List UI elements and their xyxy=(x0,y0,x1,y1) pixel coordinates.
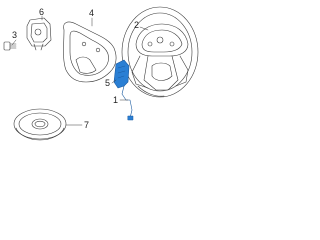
leader-lines xyxy=(11,15,149,126)
steering-wheel-switch-part-5 xyxy=(113,59,134,121)
callout-7: 7 xyxy=(84,120,89,130)
steering-wheel-assembly xyxy=(121,6,199,98)
callout-2: 2 xyxy=(134,20,139,30)
switch-housing-part-6 xyxy=(26,17,52,51)
callout-6: 6 xyxy=(39,7,44,17)
callout-3: 3 xyxy=(12,30,17,40)
callout-4: 4 xyxy=(89,8,94,18)
airbag-module-part-7 xyxy=(13,108,67,141)
callout-1: 1 xyxy=(113,95,118,105)
rear-trim-cover-part-4 xyxy=(63,21,117,83)
callouts: 6 3 4 2 5 1 7 xyxy=(12,7,139,130)
callout-5: 5 xyxy=(105,78,110,88)
bolt-part-3 xyxy=(3,41,17,51)
steering-wheel-parts-diagram: 6 3 4 2 5 1 7 xyxy=(3,6,199,141)
